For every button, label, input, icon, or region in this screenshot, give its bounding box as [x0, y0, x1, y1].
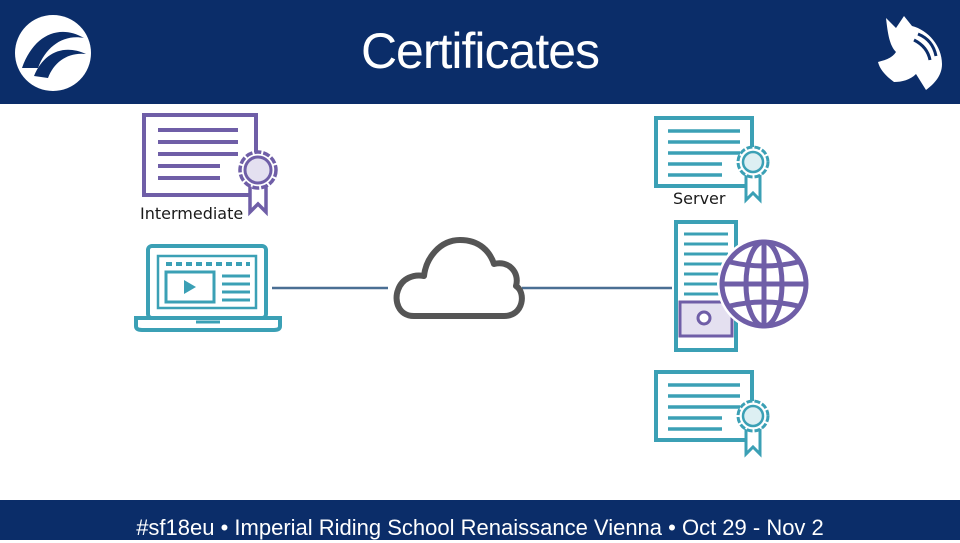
server-certificate-icon: [654, 116, 770, 204]
intermediate-label: Intermediate: [140, 204, 244, 223]
server-label: Server: [673, 189, 726, 208]
server-icon: [674, 220, 738, 352]
slide-header: Certificates: [0, 0, 960, 104]
laptop-icon: [134, 244, 282, 332]
certificate-diagram: [134, 113, 811, 458]
certificate-icon: [654, 370, 770, 458]
wireshark-fin-icon: [15, 15, 91, 91]
globe-icon: [717, 237, 811, 331]
intermediate-certificate-icon: [142, 113, 278, 217]
footer-text: #sf18eu • Imperial Riding School Renaiss…: [136, 515, 824, 540]
slide-title: Certificates: [360, 23, 600, 79]
cloud-icon: [393, 237, 525, 319]
slide-footer: #sf18eu • Imperial Riding School Renaiss…: [0, 500, 960, 540]
horse-logo-icon: [878, 16, 942, 90]
